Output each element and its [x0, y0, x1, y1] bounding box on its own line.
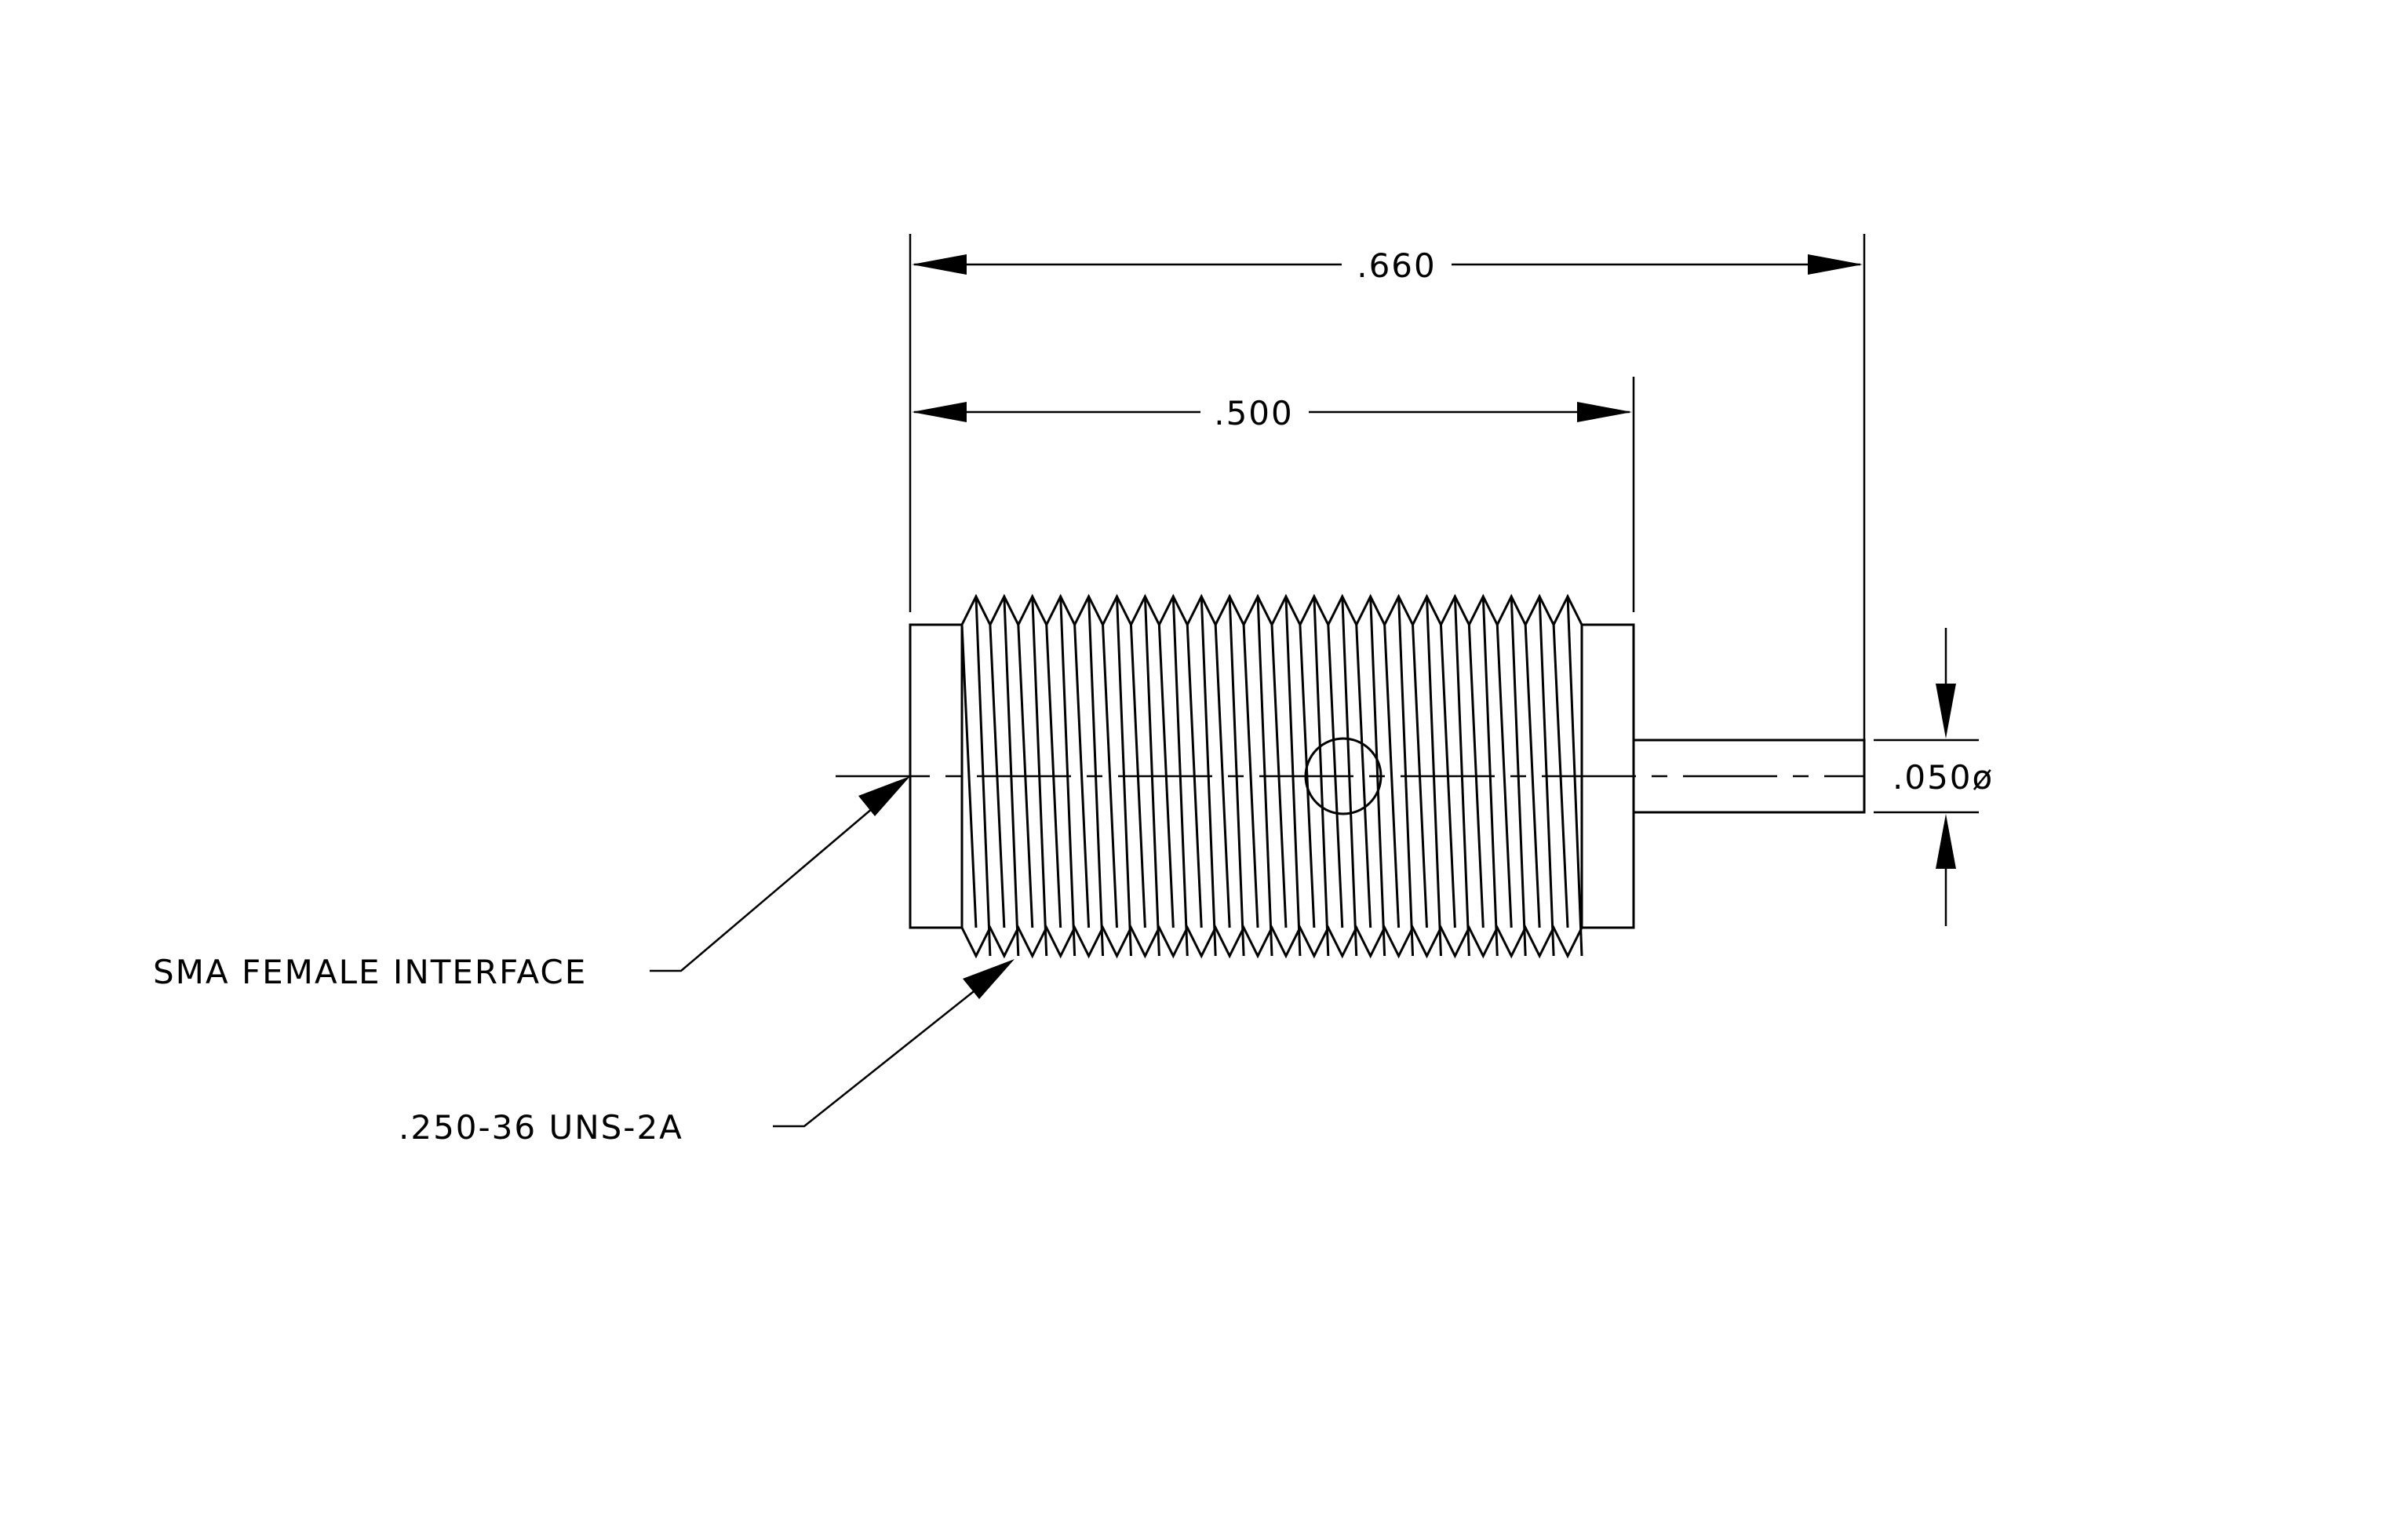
arrowhead-right — [1577, 402, 1632, 422]
callout-thread: .250-36 UNS-2A — [399, 959, 1015, 1147]
thread-profile-top — [960, 593, 1583, 628]
dimension-pin-diameter: .050ø — [1874, 628, 1994, 926]
thread-root-line — [960, 624, 978, 928]
callout-thread-leader — [773, 988, 978, 1128]
dimension-thread-length: .500 — [912, 377, 1635, 612]
thread-root-line — [1383, 624, 1401, 928]
arrowhead-up — [1936, 814, 1956, 869]
thread-root-line — [1355, 624, 1372, 928]
arrowhead-left — [912, 402, 967, 422]
callout-interface: SMA FEMALE INTERFACE — [153, 776, 910, 991]
dimension-overall-length-label: .660 — [1357, 246, 1437, 285]
thread-root-line — [1102, 624, 1118, 928]
dimension-overall-length: .660 — [909, 234, 1866, 742]
arrowhead-interface — [858, 776, 910, 816]
thread-root-line — [1073, 624, 1091, 928]
thread-root-line — [1524, 624, 1541, 928]
arrowhead-right — [1808, 254, 1863, 275]
thread-root-line — [1495, 624, 1513, 928]
arrowhead-left — [912, 254, 967, 275]
callout-thread-label: .250-36 UNS-2A — [399, 1108, 683, 1147]
thread-root-line — [1242, 624, 1259, 928]
arrowhead-down — [1936, 684, 1956, 739]
callout-interface-label: SMA FEMALE INTERFACE — [153, 953, 587, 991]
arrowhead-thread — [963, 959, 1015, 999]
connector-body — [836, 593, 1866, 959]
callout-interface-leader — [650, 808, 873, 972]
dimension-thread-length-label: .500 — [1214, 394, 1294, 432]
dimension-pin-diameter-label: .050ø — [1893, 758, 1994, 797]
thread-root-line — [1214, 624, 1231, 928]
